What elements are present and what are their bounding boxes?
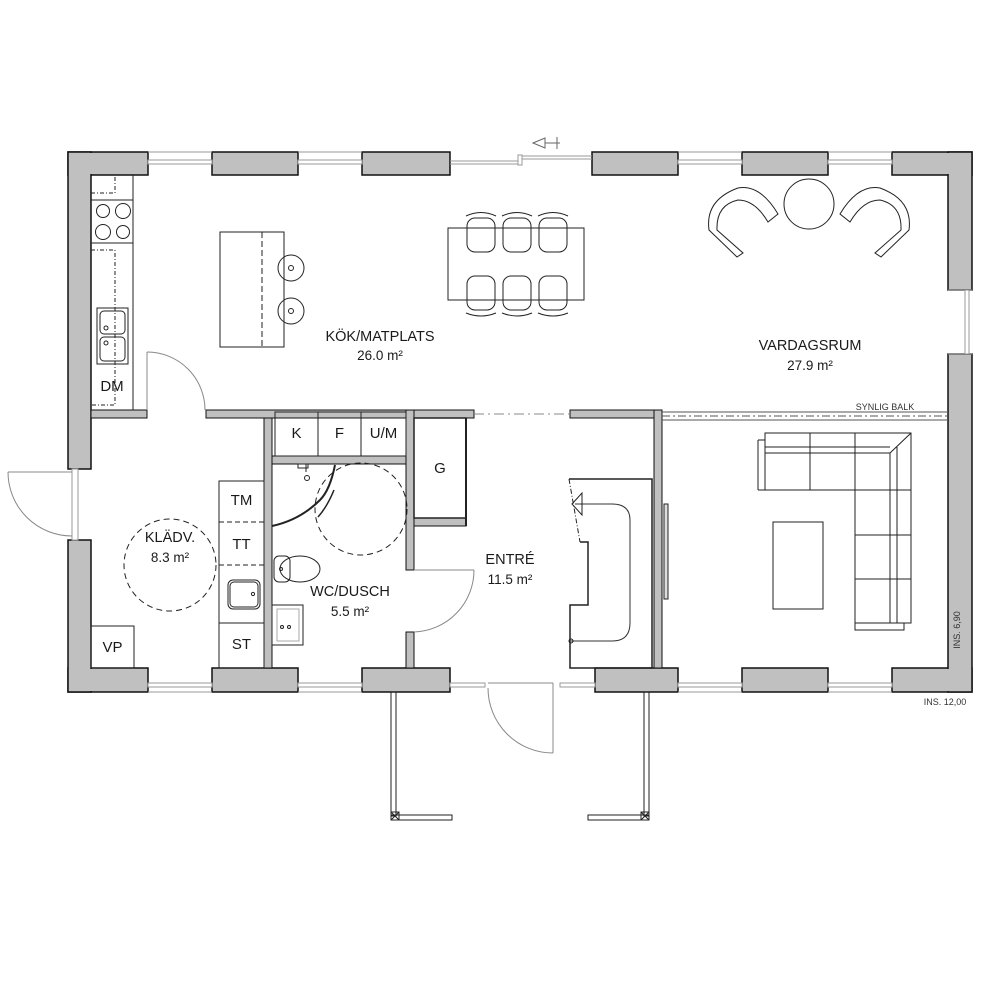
dimension-depth: INS. 6,90	[952, 611, 962, 649]
sofa	[757, 432, 912, 631]
slide-direction-icon	[531, 137, 560, 149]
closet-g	[413, 417, 467, 526]
porch	[390, 691, 650, 821]
fixture-um: U/M	[369, 425, 398, 442]
coffee-table	[772, 521, 824, 610]
fixture-k: K	[291, 425, 302, 442]
room-area-entre: 11.5 m²	[487, 572, 533, 587]
fixture-g: G	[434, 460, 446, 477]
turning-circle-wc	[314, 462, 408, 556]
room-area-vardagsrum: 27.9 m²	[787, 358, 833, 373]
side-door	[7, 471, 73, 537]
fixture-vp: VP	[102, 639, 123, 656]
laundry-fixtures	[90, 480, 265, 669]
room-label-entre: ENTRÉ	[485, 552, 535, 568]
room-label-kladv: KLÄDV.	[144, 530, 196, 546]
fixture-f: F	[334, 425, 345, 442]
staircase	[568, 478, 653, 669]
fixture-st: ST	[231, 636, 252, 653]
outer-walls	[67, 151, 973, 693]
wc-door	[413, 569, 475, 633]
entrance-door	[487, 682, 554, 754]
fixture-tt: TT	[232, 536, 251, 553]
turning-circle	[123, 518, 217, 612]
room-label-vardagsrum: VARDAGSRUM	[758, 338, 862, 354]
room-label-wc: WC/DUSCH	[310, 584, 390, 600]
fixture-dm: DM	[100, 378, 124, 395]
bathroom-fixtures	[271, 463, 336, 646]
fixture-tm: TM	[230, 492, 253, 509]
appliance-cabinets	[274, 411, 407, 457]
room-area-wc: 5.5 m²	[330, 604, 370, 619]
beam-line	[662, 411, 948, 421]
room-area-kok: 26.0 m²	[357, 348, 403, 363]
beam-label: SYNLIG BALK	[855, 402, 915, 412]
dining-chairs	[465, 212, 569, 317]
dining-table	[447, 212, 585, 317]
kitchen-island	[219, 231, 305, 348]
armchairs	[708, 178, 910, 258]
windows	[71, 151, 972, 693]
dimension-width: INS. 12,00	[923, 697, 967, 707]
room-area-kladv: 8.3 m²	[150, 550, 190, 565]
inner-walls	[90, 409, 663, 669]
room-label-kok: KÖK/MATPLATS	[325, 329, 435, 345]
radiator	[663, 503, 669, 600]
kitchen-counter	[91, 175, 134, 410]
kitchen-door	[146, 351, 206, 411]
